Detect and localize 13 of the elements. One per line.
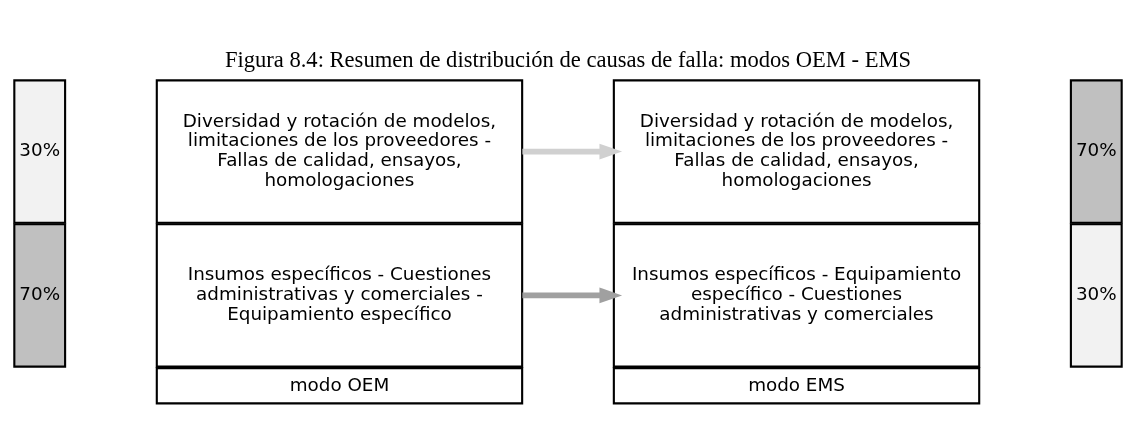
arrow [522, 287, 623, 303]
node-box: Diversidad y rotación de modelos, limitaciones de los proveedores - Fallas de calidad, ensayos, homologaciones [155, 78, 524, 224]
diagram-title: Figura 8.4: Resumen de distribución de causas de falla: modos OEM - EMS [224, 46, 912, 72]
node-box: 70% [1069, 78, 1123, 224]
node-box: 30% [1069, 222, 1123, 368]
arrow [522, 143, 623, 159]
node-box: 70% [13, 222, 67, 368]
node-box: Insumos específicos - Cuestiones administrativas y comerciales - Equipamiento específico [155, 222, 524, 368]
node-box: 30% [13, 78, 67, 224]
node-box: Insumos específicos - Equipamiento específico - Cuestiones administrativas y comerciales [612, 222, 981, 368]
node-box: modo EMS [612, 366, 981, 404]
node-box: Diversidad y rotación de modelos, limitaciones de los proveedores - Fallas de calidad, ensayos, homologaciones [612, 78, 981, 224]
node-box: modo OEM [155, 366, 524, 404]
